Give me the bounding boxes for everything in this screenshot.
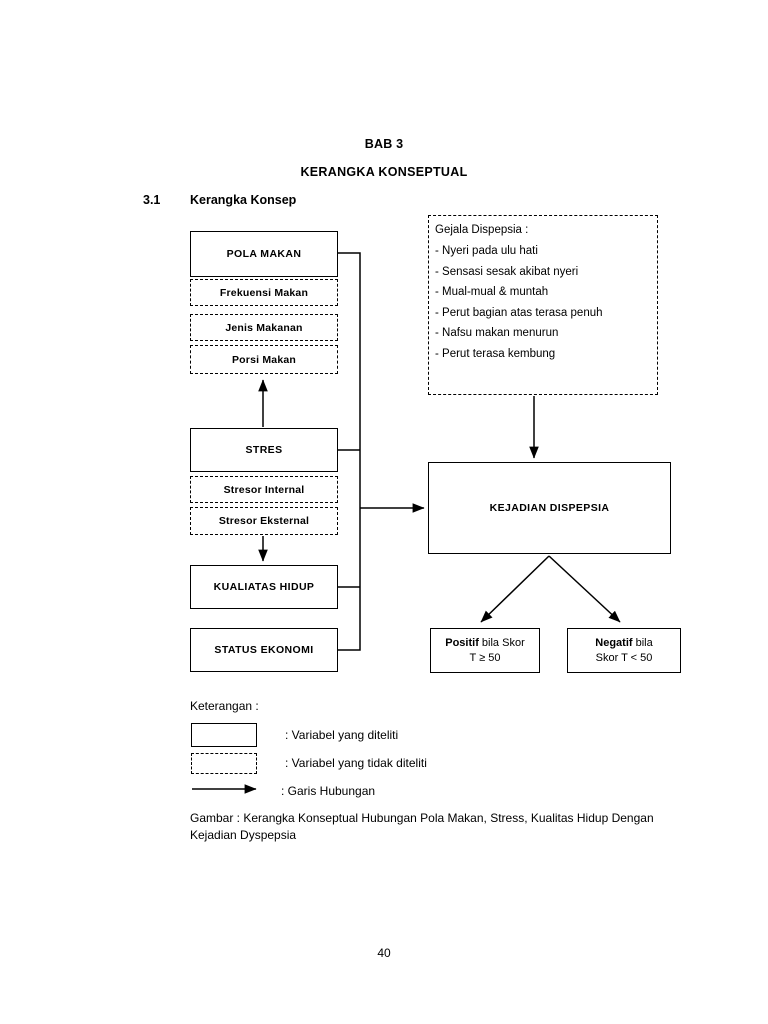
node-kualitas-hidup[interactable]: KUALIATAS HIDUP <box>190 565 338 609</box>
gejala-item-2: - Sensasi sesak akibat nyeri <box>435 265 579 278</box>
legend-solid-box-swatch <box>191 723 257 747</box>
chapter-heading: BAB 3 <box>364 137 404 151</box>
section-title: Kerangka Konsep <box>190 193 297 207</box>
outcome-negatif-rest: bila <box>632 636 653 649</box>
gejala-item-6: - Perut terasa kembung <box>435 347 556 360</box>
page-number: 40 <box>377 946 391 960</box>
legend-title: Keterangan : <box>190 699 259 713</box>
outcome-positif-strong: Positif <box>445 636 479 649</box>
legend-label-diteliti: : Variabel yang diteliti <box>285 728 399 742</box>
outcome-positif-rest: bila Skor <box>478 636 525 649</box>
outcome-negatif-line1: Negatif bila <box>595 636 652 651</box>
node-gejala-dispepsia[interactable]: Gejala Dispepsia : - Nyeri pada ulu hati… <box>428 215 658 395</box>
chapter-title-heading: KERANGKA KONSEPTUAL <box>300 165 468 179</box>
legend-label-tidak-diteliti: : Variabel yang tidak diteliti <box>285 756 427 770</box>
node-pola-makan[interactable]: POLA MAKAN <box>190 231 338 277</box>
node-stresor-eksternal[interactable]: Stresor Eksternal <box>190 507 338 535</box>
node-frekuensi-makan[interactable]: Frekuensi Makan <box>190 279 338 306</box>
outcome-positif-line2: T ≥ 50 <box>469 651 501 664</box>
node-outcome-positif[interactable]: Positif bila Skor T ≥ 50 <box>430 628 540 673</box>
section-number: 3.1 <box>143 193 161 207</box>
gejala-item-4: - Perut bagian atas terasa penuh <box>435 306 603 319</box>
outcome-negatif-line2: Skor T < 50 <box>595 651 653 664</box>
outcome-negatif-strong: Negatif <box>595 636 633 649</box>
node-outcome-negatif[interactable]: Negatif bila Skor T < 50 <box>567 628 681 673</box>
node-status-ekonomi[interactable]: STATUS EKONOMI <box>190 628 338 672</box>
gejala-item-5: - Nafsu makan menurun <box>435 327 559 339</box>
outcome-positif-line1: Positif bila Skor <box>445 636 524 651</box>
gejala-title: Gejala Dispepsia : <box>435 224 529 236</box>
legend-label-garis-hubungan: : Garis Hubungan <box>281 784 376 798</box>
gejala-item-3: - Mual-mual & muntah <box>435 286 549 298</box>
node-kejadian-dispepsia[interactable]: KEJADIAN DISPEPSIA <box>428 462 671 554</box>
legend-dashed-box-swatch <box>191 753 257 774</box>
figure-caption: Gambar : Kerangka Konseptual Hubungan Po… <box>190 811 654 843</box>
node-porsi-makan[interactable]: Porsi Makan <box>190 345 338 374</box>
node-jenis-makanan[interactable]: Jenis Makanan <box>190 314 338 341</box>
node-stres[interactable]: STRES <box>190 428 338 472</box>
node-stresor-internal[interactable]: Stresor Internal <box>190 476 338 503</box>
gejala-item-1: - Nyeri pada ulu hati <box>435 245 538 257</box>
